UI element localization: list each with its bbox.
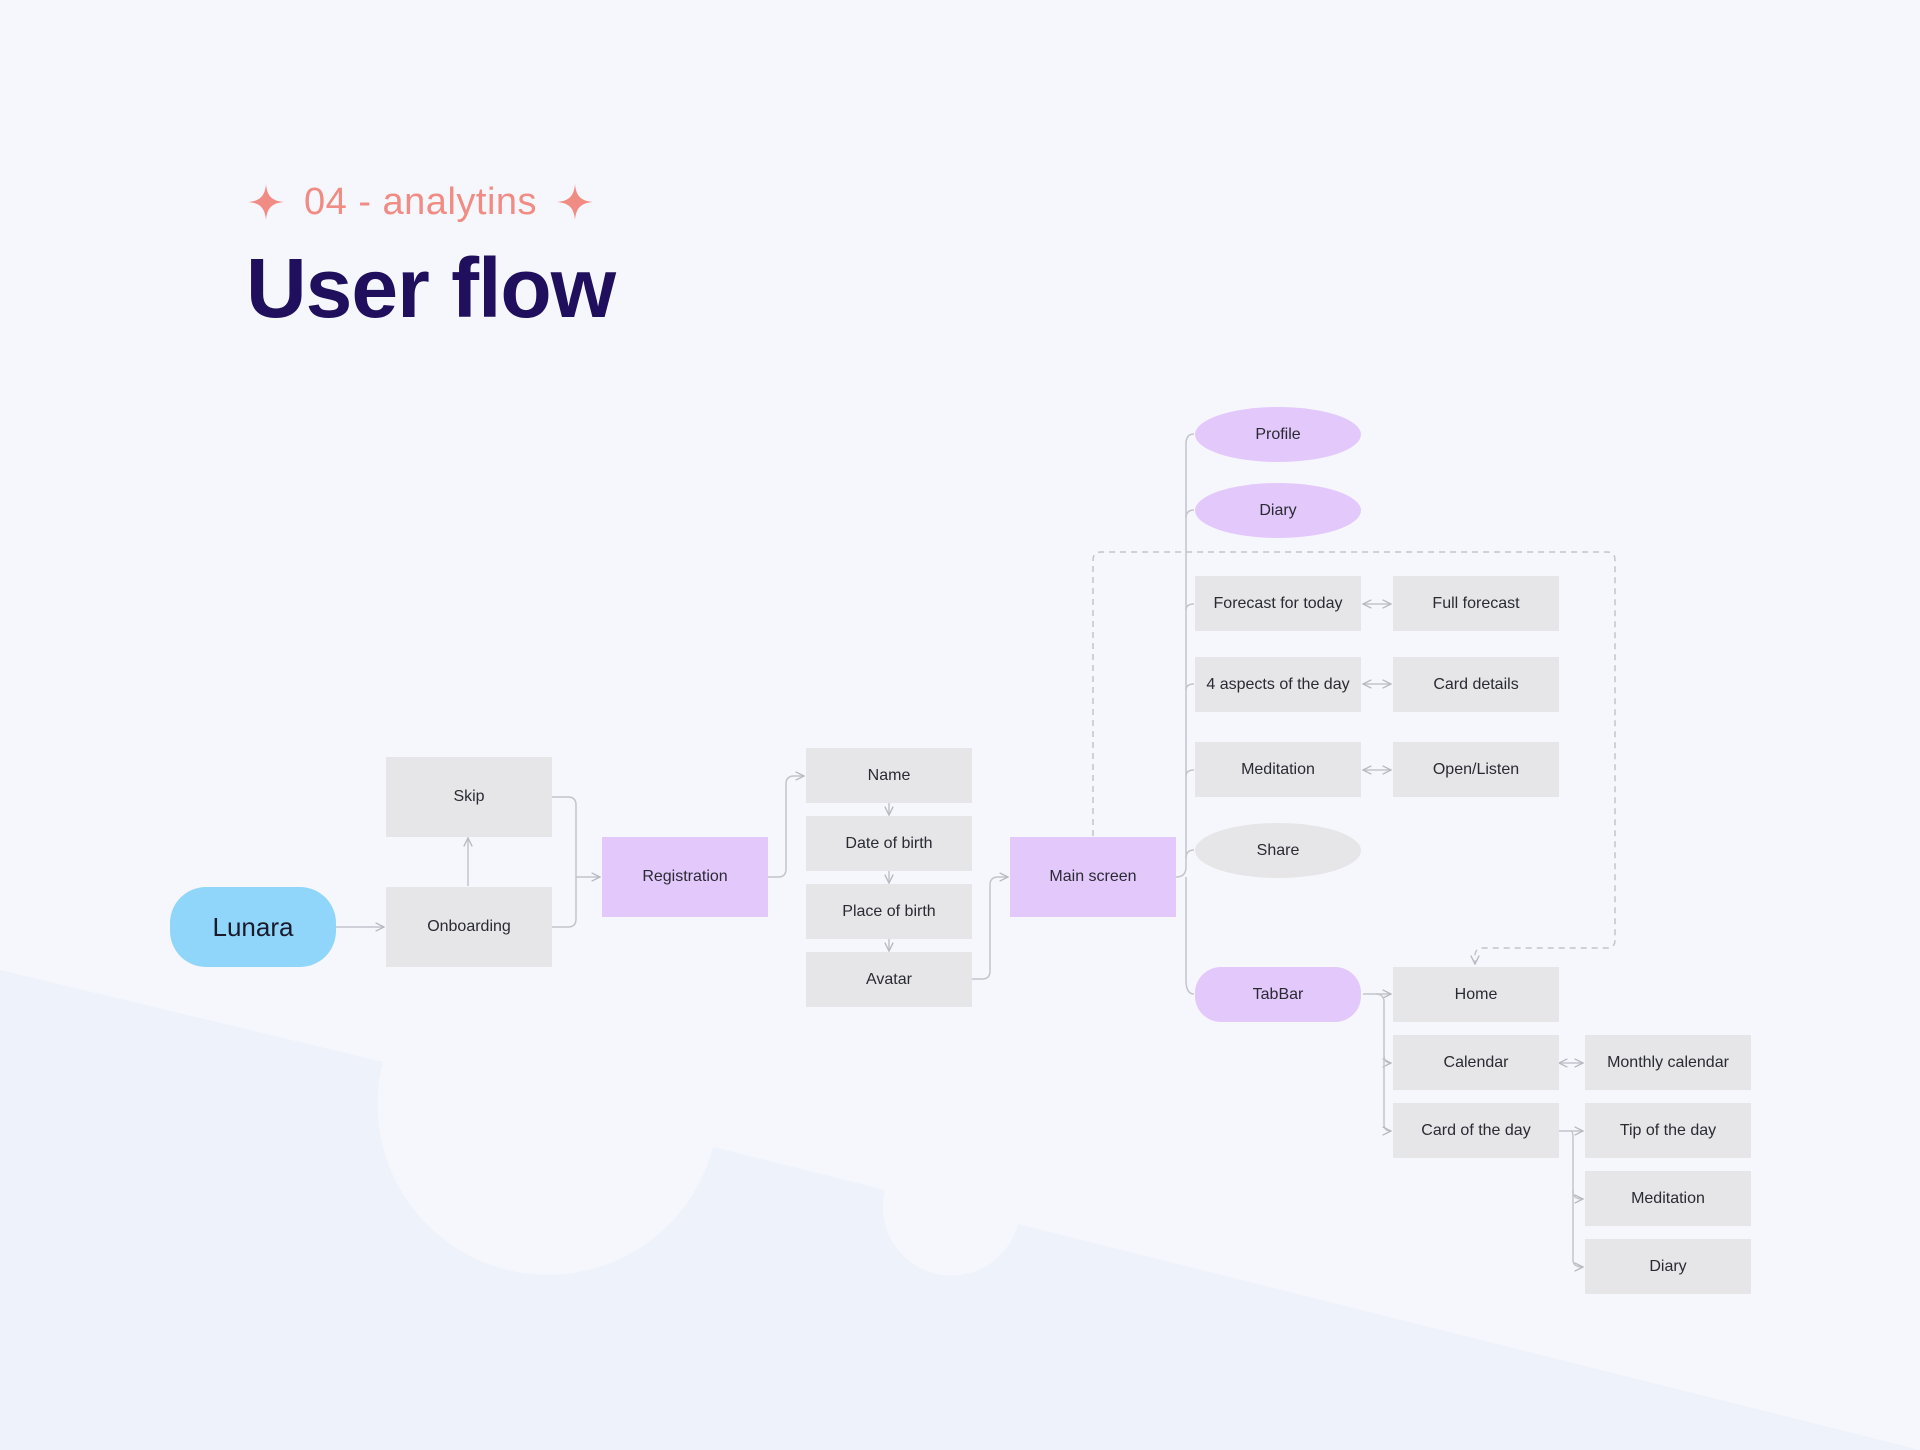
node-main-screen: Main screen — [1010, 837, 1176, 917]
node-card-details: Card details — [1393, 657, 1559, 712]
node-share: Share — [1195, 823, 1361, 878]
node-home: Home — [1393, 967, 1559, 1022]
node-place-of-birth: Place of birth — [806, 884, 972, 939]
node-avatar: Avatar — [806, 952, 972, 1007]
node-diary-tab: Diary — [1585, 1239, 1751, 1294]
node-skip: Skip — [386, 757, 552, 837]
connector — [1185, 509, 1195, 519]
connector — [1175, 433, 1195, 878]
connector — [1572, 1190, 1583, 1267]
connector — [972, 877, 1008, 980]
node-full-forecast: Full forecast — [1393, 576, 1559, 631]
page-title: User flow — [246, 241, 616, 335]
node-date-of-birth: Date of birth — [806, 816, 972, 871]
node-forecast-for-today: Forecast for today — [1195, 576, 1361, 631]
node-registration: Registration — [602, 837, 768, 917]
node-meditation: Meditation — [1195, 742, 1361, 797]
connector — [768, 776, 804, 878]
connector — [1185, 603, 1195, 611]
node-tabbar: TabBar — [1195, 967, 1361, 1022]
connector — [1559, 1130, 1583, 1199]
node-calendar: Calendar — [1393, 1035, 1559, 1090]
section-label: 04 - analytins — [304, 180, 538, 223]
node-profile: Profile — [1195, 407, 1361, 462]
node-meditation-tab: Meditation — [1585, 1171, 1751, 1226]
connector — [1185, 769, 1195, 777]
node-tip-of-the-day: Tip of the day — [1585, 1103, 1751, 1158]
connector — [1375, 993, 1391, 1063]
sparkle-icon — [246, 182, 286, 222]
sparkle-icon — [555, 182, 595, 222]
node-lunara: Lunara — [170, 887, 336, 967]
connector — [1185, 877, 1195, 995]
page-header: 04 - analytins User flow — [246, 172, 616, 336]
node-name: Name — [806, 748, 972, 803]
node-onboarding: Onboarding — [386, 887, 552, 967]
node-diary: Diary — [1195, 483, 1361, 538]
connector — [552, 796, 577, 928]
section-eyebrow: 04 - analytins — [246, 172, 615, 232]
node-monthly-calendar: Monthly calendar — [1585, 1035, 1751, 1090]
node-card-of-the-day: Card of the day — [1393, 1103, 1559, 1158]
node-open-listen: Open/Listen — [1393, 742, 1559, 797]
connector — [1185, 683, 1195, 691]
node-4-aspects: 4 aspects of the day — [1195, 657, 1361, 712]
connector — [1384, 1055, 1391, 1131]
connector — [1185, 849, 1195, 859]
